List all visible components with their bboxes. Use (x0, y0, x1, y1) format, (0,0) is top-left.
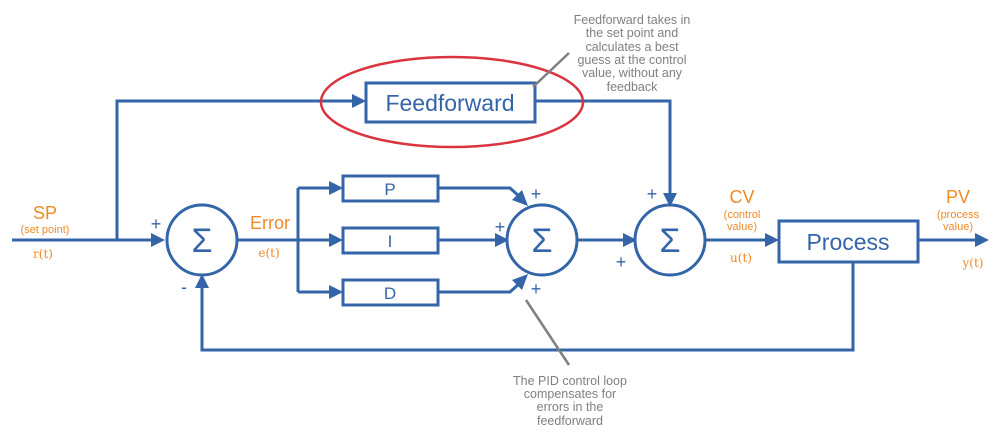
svg-text:+: + (647, 184, 658, 204)
process-block[interactable]: Process (777, 219, 920, 264)
svg-text:SP: SP (33, 203, 57, 223)
svg-text:calculates a best: calculates a best (585, 40, 679, 54)
error-label: Error e(t) (250, 213, 290, 260)
svg-text:-: - (181, 277, 187, 297)
svg-text:PV: PV (946, 187, 970, 207)
svg-text:P: P (384, 180, 395, 199)
svg-text:Σ: Σ (659, 222, 680, 260)
pid-annotation-leader (524, 299, 571, 366)
svg-text:feedback: feedback (607, 80, 658, 94)
svg-text:+: + (495, 217, 506, 237)
svg-text:Feedforward takes in: Feedforward takes in (574, 13, 691, 27)
svg-text:e(t): e(t) (258, 246, 279, 260)
svg-text:The PID control loop: The PID control loop (513, 374, 627, 388)
feedforward-highlight-ellipse (319, 55, 585, 149)
svg-text:Σ: Σ (191, 222, 212, 260)
svg-text:compensates for: compensates for (524, 387, 616, 401)
pv-label: PV (process value) y(t) (937, 187, 984, 270)
svg-text:(process: (process (937, 209, 980, 221)
svg-text:(control: (control (724, 209, 761, 221)
signal-wires (12, 99, 978, 352)
svg-text:+: + (531, 279, 542, 299)
svg-text:r(t): r(t) (33, 247, 53, 261)
svg-text:Error: Error (250, 213, 290, 233)
svg-text:value, without any: value, without any (582, 66, 683, 80)
output-summing-junction[interactable]: Σ (633, 203, 707, 277)
d-block[interactable]: D (341, 278, 440, 307)
svg-text:D: D (384, 284, 396, 303)
junction-signs: + - + + + + + (151, 184, 658, 299)
svg-text:+: + (151, 214, 162, 234)
pid-summing-junction[interactable]: Σ (505, 203, 579, 277)
svg-text:+: + (616, 252, 627, 272)
cv-label: CV (control value) u(t) (724, 187, 761, 265)
svg-text:value): value) (727, 221, 757, 233)
svg-text:Process: Process (806, 229, 889, 255)
svg-text:guess at the control: guess at the control (577, 53, 686, 67)
p-block[interactable]: P (341, 174, 440, 203)
feedforward-annotation: Feedforward takes in the set point and c… (574, 13, 691, 94)
svg-text:feedforward: feedforward (537, 414, 603, 428)
svg-text:u(t): u(t) (730, 251, 752, 265)
svg-text:CV: CV (729, 187, 754, 207)
pid-annotation: The PID control loop compensates for err… (513, 374, 627, 428)
svg-text:errors in the: errors in the (537, 400, 604, 414)
svg-text:I: I (388, 232, 393, 251)
error-summing-junction[interactable]: Σ (165, 203, 239, 277)
svg-text:Σ: Σ (531, 222, 552, 260)
sp-label: SP (set point) r(t) (21, 203, 70, 261)
i-block[interactable]: I (341, 226, 440, 255)
svg-text:y(t): y(t) (962, 256, 984, 270)
svg-text:Feedforward: Feedforward (385, 90, 514, 116)
arrowheads (151, 94, 989, 299)
svg-text:value): value) (943, 221, 973, 233)
svg-text:(set point): (set point) (21, 224, 70, 236)
feedforward-block[interactable]: Feedforward (364, 81, 537, 124)
svg-text:the set point and: the set point and (586, 26, 678, 40)
feedforward-annotation-leader (532, 52, 570, 88)
svg-text:+: + (531, 184, 542, 204)
